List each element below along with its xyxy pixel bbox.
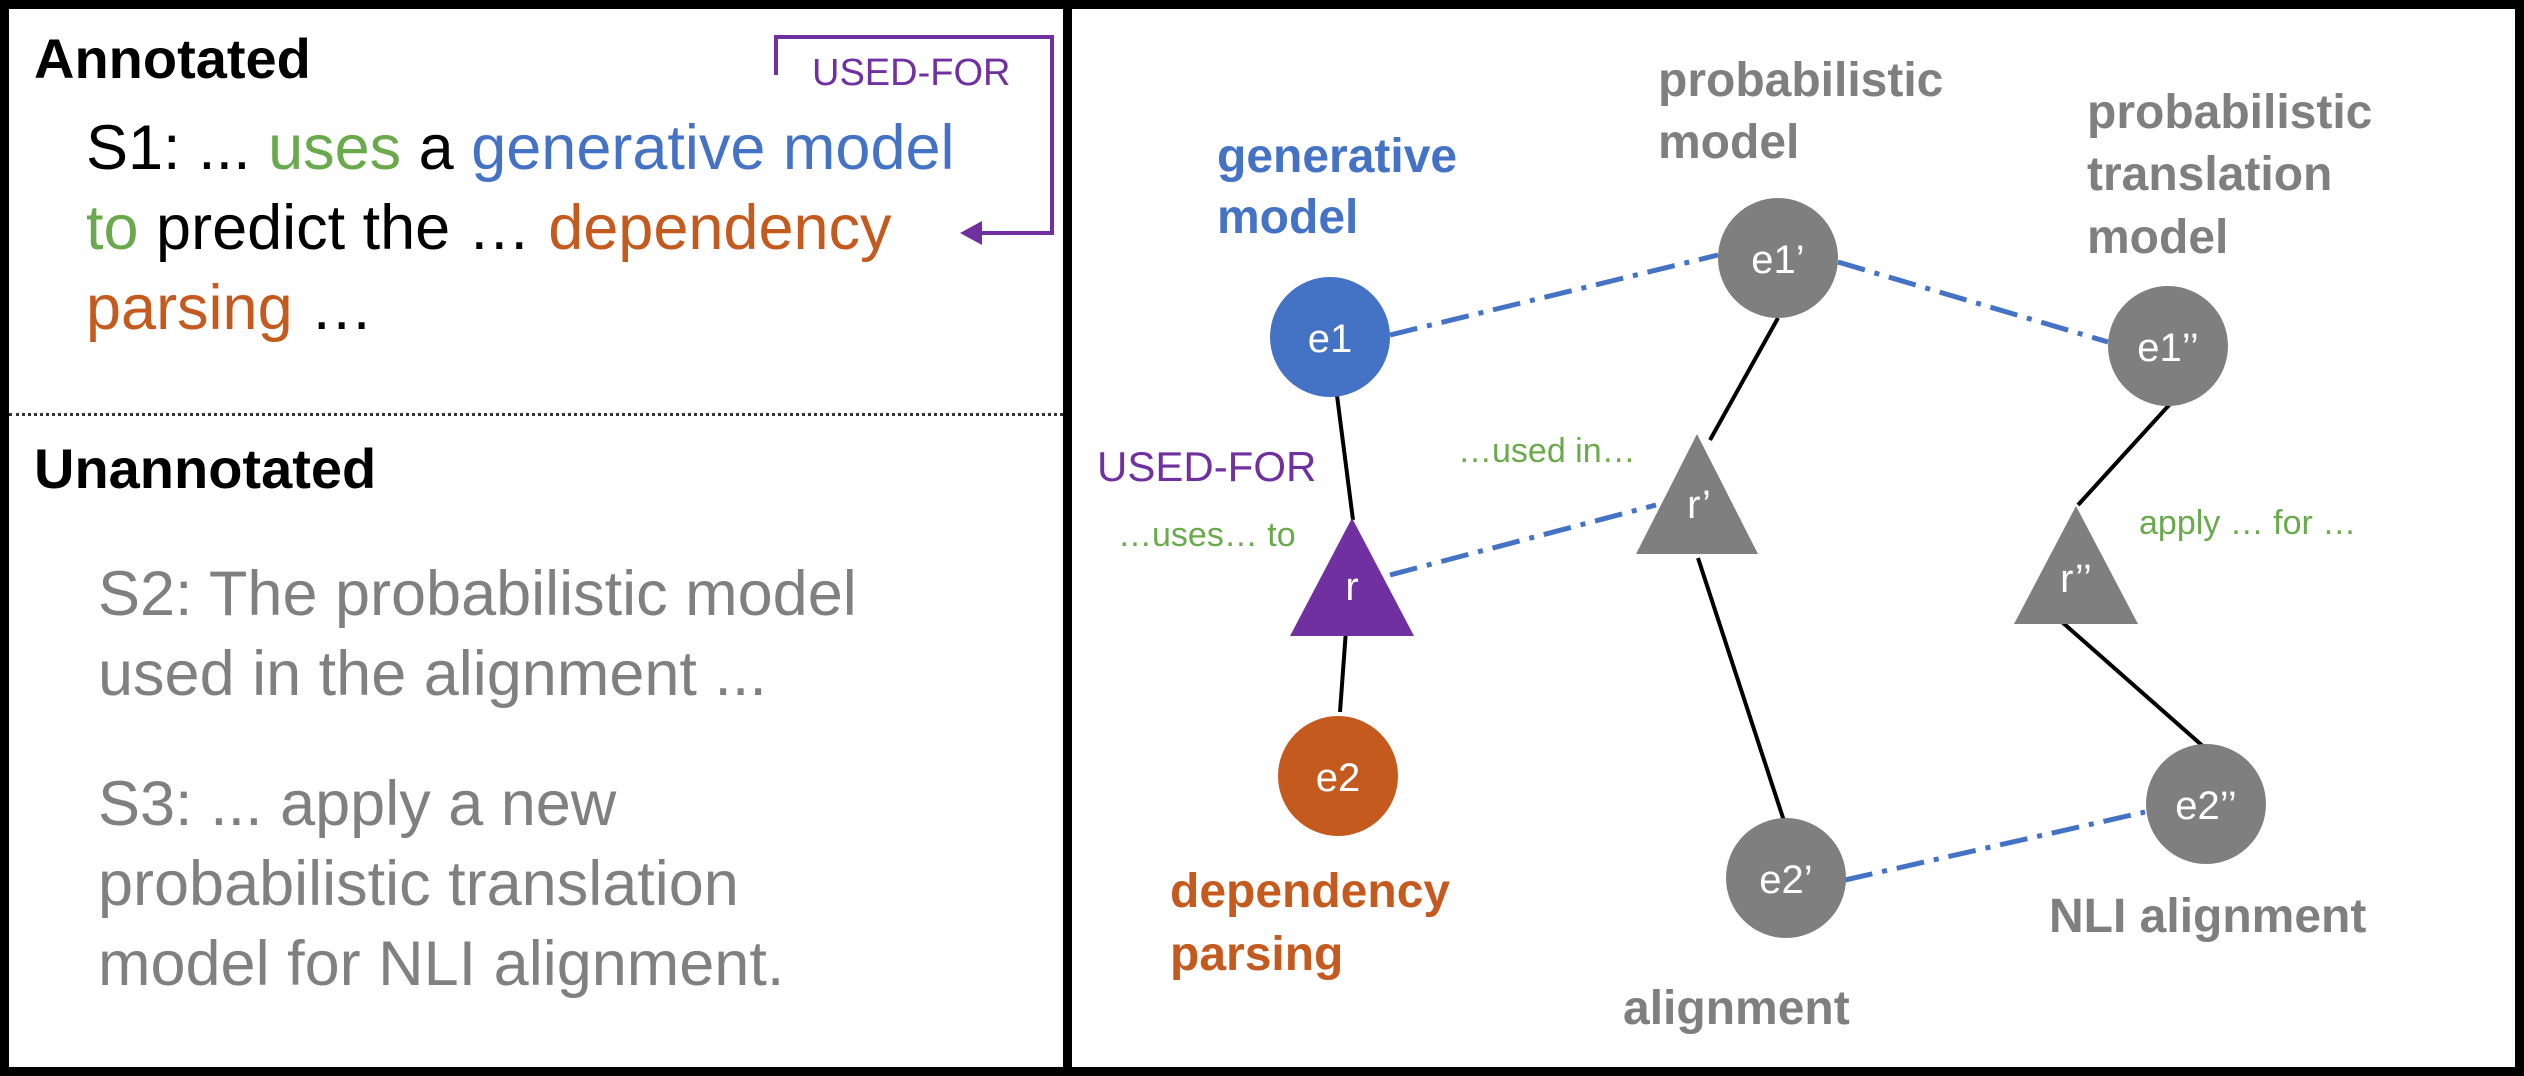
s1-a: a (401, 113, 472, 183)
edge-e1-r (1333, 379, 1355, 521)
node-e2pp-label: e2’’ (2175, 784, 2237, 828)
node-e1-label: e1 (1308, 317, 1353, 361)
node-r-label: r (1345, 565, 1358, 609)
s1-uses: uses (268, 113, 402, 183)
edge-e1p-rp (1708, 317, 1780, 441)
analogy-edge-r-rp (1389, 502, 1657, 578)
s1-entity2-line2: parsing (86, 273, 293, 343)
edge-r-e2 (1338, 629, 1348, 713)
analogy-edge-e2p-e2pp (1844, 809, 2146, 883)
label-prob-trans-3: model (2087, 211, 2228, 264)
label-probabilistic: probabilistic (1658, 54, 1943, 107)
s1-to: to (86, 193, 139, 263)
analogy-edge-e1-e1p (1389, 252, 1719, 338)
arrowhead-icon (960, 221, 982, 245)
s1-line1: S1: ... uses a generative model (86, 108, 955, 188)
node-e1 (1270, 277, 1390, 397)
node-rpp-label: r’’ (2060, 557, 2092, 601)
node-e1p-label: e1’ (1751, 238, 1804, 282)
node-rp-label: r’ (1687, 483, 1711, 527)
label-nli-alignment: NLI alignment (2049, 890, 2366, 943)
node-e2-label: e2 (1316, 756, 1361, 800)
node-rp (1636, 434, 1758, 554)
relation-arrow (774, 35, 1054, 245)
label-used-in: …used in… (1458, 432, 1636, 470)
s1-line3: parsing … (86, 268, 373, 348)
node-e1p (1718, 198, 1838, 318)
label-uses-to: …uses… to (1118, 516, 1296, 554)
s3-line3: model for NLI alignment. (98, 929, 785, 999)
s1-predict: predict the … (138, 193, 549, 263)
edge-rpp-e2pp (2060, 620, 2207, 750)
s1-entity1: generative model (471, 113, 955, 183)
node-e1pp (2108, 286, 2228, 406)
node-rpp (2014, 506, 2138, 624)
node-e2pp (2146, 744, 2266, 864)
edge-e1pp-rpp (2076, 402, 2172, 507)
s1-line2: to predict the … dependency (86, 188, 892, 268)
label-apply-for: apply … for … (2139, 504, 2356, 542)
s2-line2: used in the alignment ... (98, 639, 767, 709)
label-prob-trans-2: translation (2087, 148, 2332, 201)
right-panel (1063, 0, 2524, 1076)
edge-rp-e2p (1696, 557, 1787, 825)
s3-line2: probabilistic translation (98, 849, 739, 919)
s3-line1: S3: ... apply a new (98, 769, 617, 839)
node-e1pp-label: e1’’ (2137, 326, 2199, 370)
relation-label: USED-FOR (812, 52, 1011, 94)
label-dependency: dependency (1170, 865, 1450, 918)
label-parsing: parsing (1170, 928, 1343, 981)
label-used-for: USED-FOR (1097, 443, 1316, 490)
s1-prefix: S1: ... (86, 113, 269, 183)
label-generative-2: model (1217, 191, 1358, 244)
analogy-edge-e1p-e1pp (1837, 259, 2109, 345)
s1-entity2-line1: dependency (548, 193, 892, 263)
label-model: model (1658, 116, 1799, 169)
label-alignment: alignment (1623, 982, 1850, 1035)
node-e2p-label: e2’ (1759, 858, 1812, 902)
label-generative-1: generative (1217, 130, 1457, 183)
unannotated-title: Unannotated (34, 437, 377, 500)
section-divider (9, 413, 1063, 416)
annotated-title: Annotated (34, 27, 311, 90)
label-prob-trans-1: probabilistic (2087, 86, 2372, 139)
node-e2 (1278, 716, 1398, 836)
node-r (1290, 518, 1414, 636)
node-e2p (1726, 818, 1846, 938)
s1-suffix: … (292, 273, 374, 343)
s2-line1: S2: The probabilistic model (98, 559, 857, 629)
